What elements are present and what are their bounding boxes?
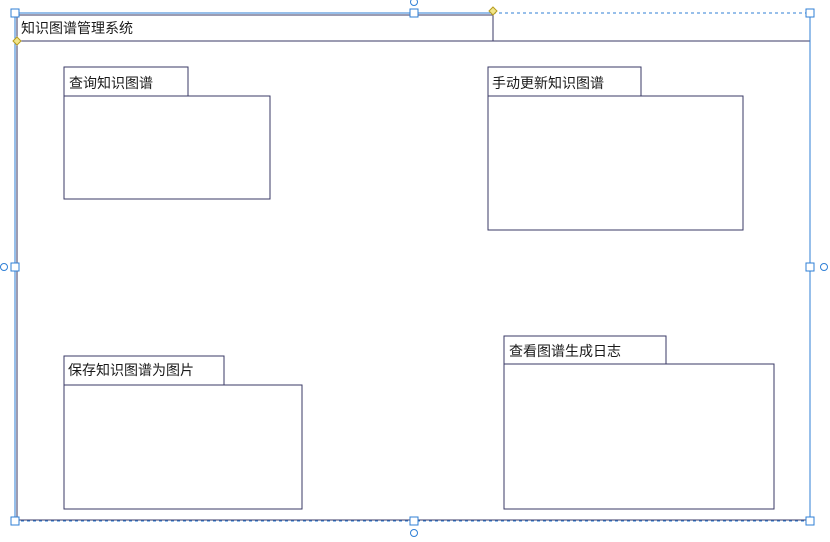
anchor-tab-width[interactable]	[488, 6, 498, 16]
package-save-label: 保存知识图谱为图片	[68, 363, 194, 379]
system-package-tab	[16, 14, 494, 41]
anchor-tab-height[interactable]	[12, 36, 22, 46]
package-save-tab	[63, 355, 225, 385]
package-query-tab	[63, 66, 189, 96]
resize-handle-bottom-left[interactable]	[10, 516, 20, 526]
anchor-handles[interactable]	[12, 6, 498, 46]
package-update-body	[487, 95, 744, 231]
package-query-label: 查询知识图谱	[69, 76, 153, 92]
package-save[interactable]	[63, 355, 303, 510]
connection-point-top[interactable]	[410, 0, 418, 6]
resize-handle-bottom-right[interactable]	[805, 516, 815, 526]
package-log-body	[503, 363, 775, 510]
resize-handle-left[interactable]	[10, 262, 20, 272]
resize-handle-right[interactable]	[805, 262, 815, 272]
package-update[interactable]	[487, 66, 744, 231]
connection-point-bottom[interactable]	[410, 529, 418, 537]
resize-handle-bottom[interactable]	[409, 516, 419, 526]
package-save-body	[63, 384, 303, 510]
package-log-tab	[503, 335, 667, 364]
system-package-body	[16, 40, 811, 521]
package-log-label: 查看图谱生成日志	[509, 344, 621, 360]
resize-handles[interactable]	[10, 8, 815, 526]
resize-handle-top[interactable]	[409, 8, 419, 18]
package-log[interactable]	[503, 335, 775, 510]
connection-point-left[interactable]	[0, 263, 8, 271]
resize-handle-top-right[interactable]	[805, 8, 815, 18]
connection-point-right[interactable]	[820, 263, 828, 271]
package-update-label: 手动更新知识图谱	[492, 76, 604, 92]
resize-handle-top-left[interactable]	[10, 8, 20, 18]
package-query[interactable]	[63, 66, 271, 200]
system-title: 知识图谱管理系统	[21, 21, 133, 37]
package-update-tab	[487, 66, 642, 96]
package-query-body	[63, 95, 271, 200]
